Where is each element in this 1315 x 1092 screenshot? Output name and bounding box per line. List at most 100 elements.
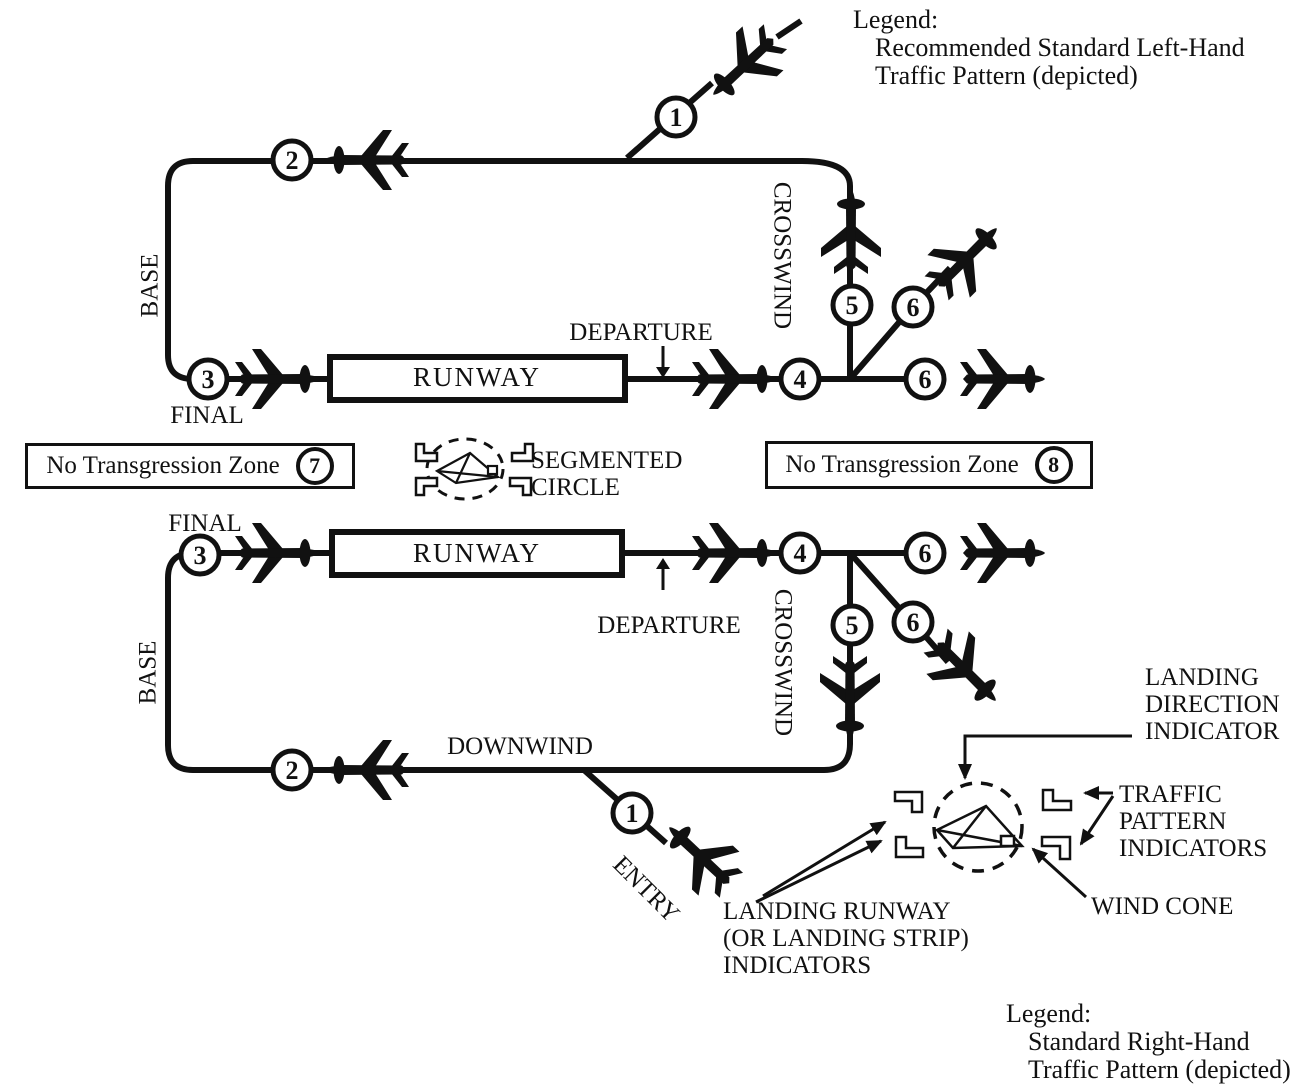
leader-landing-direction bbox=[958, 734, 1132, 780]
position-marker-bottom-3: 3 bbox=[178, 533, 222, 577]
svg-text:6: 6 bbox=[919, 365, 932, 394]
ntz-left-label: No Transgression Zone bbox=[46, 452, 280, 479]
tpi-line3: INDICATORS bbox=[1119, 835, 1268, 862]
segmented-circle-label: SEGMENTED CIRCLE bbox=[531, 447, 682, 501]
airplane-icon-bottom-departure bbox=[692, 523, 777, 583]
airplane-icon-top-straight-departure bbox=[960, 349, 1045, 409]
lri-line3: INDICATORS bbox=[723, 952, 872, 979]
bottom-runway-box bbox=[329, 529, 625, 578]
airplane-icon-bottom-straight-departure bbox=[960, 523, 1045, 583]
landing-runway-indicators-label: LANDING RUNWAY (OR LANDING STRIP) INDICA… bbox=[723, 898, 969, 979]
airplane-icon-top-final bbox=[235, 349, 320, 409]
segmented-circle-large-dashed-ring bbox=[932, 781, 1024, 873]
bottom-departure-arrow bbox=[656, 558, 670, 590]
bottom-runway-label: RUNWAY bbox=[412, 538, 541, 568]
position-marker-bottom-1: 1 bbox=[610, 791, 654, 835]
leader-traffic-pattern-bottom bbox=[1079, 795, 1115, 846]
svg-text:2: 2 bbox=[286, 146, 299, 175]
airplane-icon-bottom-crosswind bbox=[820, 656, 880, 741]
wind-direction-indicator-small bbox=[434, 451, 501, 485]
bottom-pattern-legs bbox=[165, 550, 951, 846]
ntz-left-number: 7 bbox=[295, 447, 334, 485]
ldi-line3: INDICATOR bbox=[1145, 718, 1280, 745]
segmented-circle-large bbox=[893, 781, 1073, 873]
bottom-crosswind-label: CROSSWIND bbox=[769, 588, 797, 737]
top-pattern-legs bbox=[165, 18, 953, 382]
svg-text:4: 4 bbox=[794, 539, 807, 568]
legend-top: Legend: Recommended Standard Left-Hand T… bbox=[853, 6, 1245, 90]
position-marker-top-5: 5 bbox=[830, 283, 874, 327]
top-base-label: BASE bbox=[136, 253, 164, 318]
svg-text:6: 6 bbox=[907, 293, 920, 322]
traffic-pattern-indicators-label: TRAFFIC PATTERN INDICATORS bbox=[1119, 781, 1267, 862]
landing-runway-indicator-markers bbox=[893, 790, 925, 859]
legend-bottom-heading: Legend: bbox=[1006, 999, 1092, 1028]
ldi-line2: DIRECTION bbox=[1145, 691, 1280, 718]
legend-bottom-line2: Traffic Pattern (depicted) bbox=[1028, 1055, 1291, 1084]
top-crosswind-label: CROSSWIND bbox=[768, 181, 796, 330]
position-marker-top-4: 4 bbox=[778, 357, 822, 401]
position-marker-top-6b: 6 bbox=[903, 357, 947, 401]
svg-text:1: 1 bbox=[626, 799, 639, 828]
top-pattern-racetrack-line bbox=[165, 158, 853, 382]
svg-text:5: 5 bbox=[846, 611, 859, 640]
position-marker-bottom-6a: 6 bbox=[891, 600, 935, 644]
top-entry-line bbox=[625, 18, 803, 161]
airplane-icon-top-departure bbox=[692, 349, 777, 409]
legend-top-heading: Legend: bbox=[853, 5, 939, 34]
airplane-icon-top-crosswind bbox=[821, 189, 881, 274]
wind-cone-label: WIND CONE bbox=[1091, 893, 1234, 920]
legend-bottom: Legend: Standard Right-Hand Traffic Patt… bbox=[1006, 1000, 1291, 1084]
svg-text:3: 3 bbox=[194, 541, 207, 570]
l-marker-top-left bbox=[414, 442, 439, 463]
ntz-box-right: No Transgression Zone 8 bbox=[765, 441, 1093, 489]
legend-bottom-line1: Standard Right-Hand bbox=[1028, 1027, 1250, 1056]
svg-text:3: 3 bbox=[202, 365, 215, 394]
leader-landing-runway-top bbox=[762, 820, 887, 898]
top-position-markers: 1 2 3 4 5 6 6 bbox=[186, 95, 947, 401]
position-marker-top-3: 3 bbox=[186, 357, 230, 401]
position-marker-top-6a: 6 bbox=[891, 285, 935, 329]
top-runway-label: RUNWAY bbox=[412, 362, 541, 392]
ntz-right-label: No Transgression Zone bbox=[785, 451, 1019, 478]
svg-text:1: 1 bbox=[670, 103, 683, 132]
top-final-label: FINAL bbox=[170, 402, 244, 429]
landing-direction-indicator-shape bbox=[934, 804, 1025, 850]
ntz-right-number: 8 bbox=[1034, 446, 1073, 484]
position-marker-bottom-6b: 6 bbox=[903, 531, 947, 575]
top-runway-box bbox=[327, 354, 628, 403]
traffic-pattern-indicator-markers-small bbox=[414, 442, 535, 497]
l-marker-top-right bbox=[510, 442, 535, 463]
lri-line1: LANDING RUNWAY bbox=[723, 898, 951, 925]
l-marker-left-bottom bbox=[894, 835, 925, 859]
landing-direction-indicator-label: LANDING DIRECTION INDICATOR bbox=[1145, 664, 1280, 745]
svg-text:2: 2 bbox=[286, 756, 299, 785]
ntz-box-left: No Transgression Zone 7 bbox=[25, 443, 355, 489]
position-marker-top-2: 2 bbox=[270, 138, 314, 182]
ldi-line1: LANDING bbox=[1145, 664, 1259, 691]
traffic-pattern-indicator-markers-large bbox=[1040, 788, 1073, 861]
l-marker-bottom-right bbox=[508, 476, 533, 497]
airplane-icon-top-45-departure bbox=[915, 207, 1018, 310]
callout-leader-lines bbox=[755, 734, 1132, 904]
segmented-circle-label-line2: CIRCLE bbox=[531, 474, 620, 501]
position-marker-bottom-4: 4 bbox=[778, 531, 822, 575]
bottom-final-label: FINAL bbox=[168, 510, 242, 537]
airplane-icon-top-downwind bbox=[324, 130, 409, 190]
svg-text:6: 6 bbox=[907, 608, 920, 637]
airplane-icon-bottom-downwind bbox=[324, 740, 409, 800]
svg-text:4: 4 bbox=[794, 365, 807, 394]
top-departure-arrow bbox=[656, 346, 670, 378]
legend-top-line2: Traffic Pattern (depicted) bbox=[875, 61, 1138, 90]
top-departure-label: DEPARTURE bbox=[569, 319, 713, 346]
l-marker-left-top bbox=[893, 790, 924, 814]
lri-line2: (OR LANDING STRIP) bbox=[723, 925, 969, 952]
segmented-circle-small bbox=[414, 437, 535, 501]
bottom-departure-label: DEPARTURE bbox=[597, 612, 741, 639]
airplane-icon-top-entry bbox=[692, 14, 796, 117]
bottom-position-markers: 1 2 3 4 5 6 6 bbox=[178, 531, 947, 835]
l-marker-right-top bbox=[1041, 788, 1073, 812]
bottom-pattern-racetrack-line bbox=[165, 550, 853, 773]
l-marker-bottom-left bbox=[414, 476, 439, 497]
